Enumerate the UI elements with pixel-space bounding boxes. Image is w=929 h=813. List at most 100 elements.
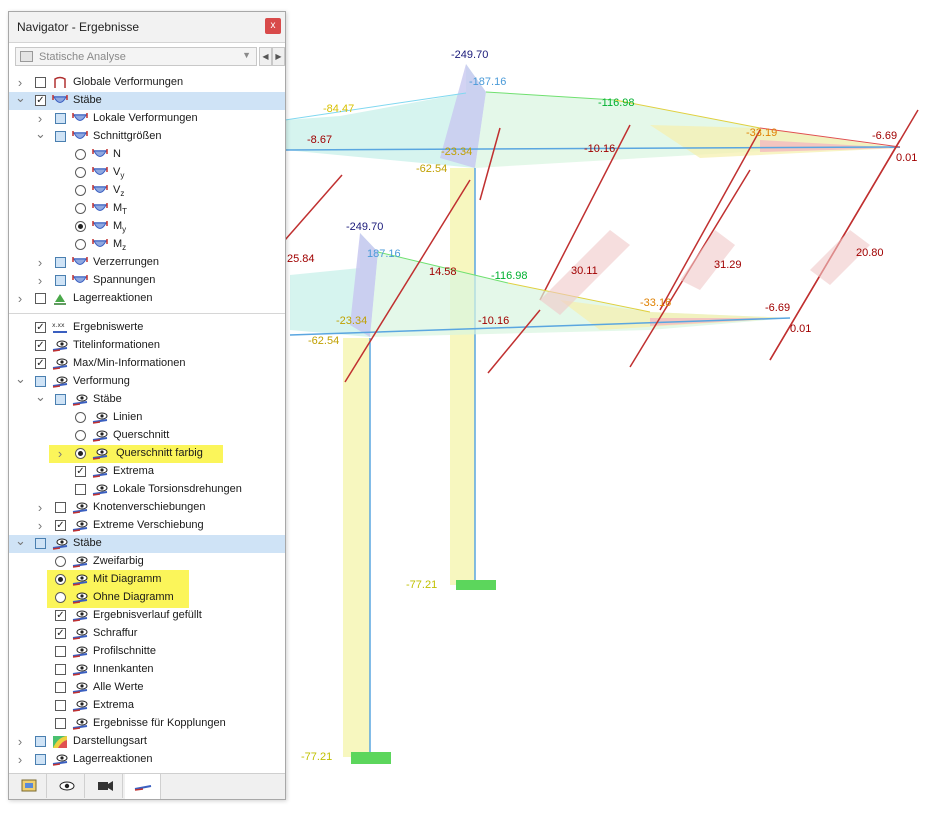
checkbox[interactable] <box>55 718 66 729</box>
checkbox[interactable]: ✓ <box>55 628 66 639</box>
tree-item-querschnitt[interactable]: Querschnitt <box>9 427 285 445</box>
tree-item-kopplungen[interactable]: Ergebnisse für Kopplungen <box>9 715 285 733</box>
tree-item-globale[interactable]: ›Globale Verformungen <box>9 74 285 92</box>
tree-item-staebe[interactable]: ⌄✓Stäbe <box>9 90 285 110</box>
tree-item-my[interactable]: My <box>9 218 285 236</box>
tree-item-zweifarbig[interactable]: Zweifarbig <box>9 553 285 571</box>
tree-item-ohnediag[interactable]: Ohne Diagramm <box>9 589 285 607</box>
checkbox[interactable] <box>75 484 86 495</box>
checkbox[interactable]: ✓ <box>75 466 86 477</box>
expand-arrow-icon[interactable]: › <box>17 75 23 90</box>
checkbox[interactable]: ✓ <box>35 358 46 369</box>
tab-data[interactable] <box>11 774 47 798</box>
tree-item-verzerr[interactable]: ›Verzerrungen <box>9 254 285 272</box>
checkbox[interactable]: ✓ <box>35 340 46 351</box>
expand-arrow-icon[interactable]: › <box>37 500 43 515</box>
checkbox[interactable] <box>55 700 66 711</box>
checkbox[interactable]: ✓ <box>35 322 46 333</box>
tree-item-staebe2[interactable]: ⌄Stäbe <box>9 533 285 553</box>
tree-item-lokale[interactable]: ›Lokale Verformungen <box>9 110 285 128</box>
tree-item-profil[interactable]: Profilschnitte <box>9 643 285 661</box>
tree-item-mt[interactable]: MT <box>9 200 285 218</box>
checkbox[interactable] <box>55 502 66 513</box>
checkbox[interactable] <box>55 275 66 286</box>
tree-item-qfarbig[interactable]: ›Querschnitt farbig <box>9 445 285 463</box>
radio-button[interactable] <box>75 448 86 459</box>
radio-button[interactable] <box>55 592 66 603</box>
expand-arrow-icon[interactable]: › <box>37 518 43 533</box>
tree-item-vz[interactable]: Vz <box>9 182 285 200</box>
tree-item-extrema2[interactable]: Extrema <box>9 697 285 715</box>
checkbox[interactable] <box>35 754 46 765</box>
checkbox[interactable] <box>55 682 66 693</box>
tree-item-extrema1[interactable]: ✓Extrema <box>9 463 285 481</box>
expand-arrow-icon[interactable]: › <box>57 446 63 461</box>
radio-button[interactable] <box>55 574 66 585</box>
radio-button[interactable] <box>75 239 86 250</box>
tab-camera[interactable] <box>87 774 123 798</box>
radio-button[interactable] <box>75 430 86 441</box>
radio-button[interactable] <box>75 167 86 178</box>
tree-item-mitdiag[interactable]: Mit Diagramm <box>9 571 285 589</box>
tree-item-lager1[interactable]: ›Lagerreaktionen <box>9 290 285 308</box>
next-button[interactable]: ▶ <box>272 47 285 66</box>
tab-results[interactable] <box>125 774 161 799</box>
checkbox[interactable] <box>55 664 66 675</box>
tab-view[interactable] <box>49 774 85 798</box>
checkbox[interactable] <box>55 113 66 124</box>
close-button[interactable]: x <box>265 18 281 34</box>
tree-item-allewerte[interactable]: Alle Werte <box>9 679 285 697</box>
tree-item-schnitt[interactable]: ⌄Schnittgrößen <box>9 126 285 146</box>
checkbox[interactable]: ✓ <box>35 95 46 106</box>
checkbox[interactable] <box>35 736 46 747</box>
expand-arrow-icon[interactable]: › <box>17 734 23 749</box>
collapse-arrow-icon[interactable]: ⌄ <box>15 371 26 386</box>
collapse-arrow-icon[interactable]: ⌄ <box>35 126 46 141</box>
tree-item-verf[interactable]: ⌄Verformung <box>9 371 285 391</box>
checkbox[interactable] <box>35 538 46 549</box>
tree-item-mz[interactable]: Mz <box>9 236 285 254</box>
tree-item-torsion[interactable]: Lokale Torsionsdrehungen <box>9 481 285 499</box>
analysis-type-select[interactable]: Statische Analyse ▼ <box>15 47 257 66</box>
collapse-arrow-icon[interactable]: ⌄ <box>15 533 26 548</box>
tree-item-vy[interactable]: Vy <box>9 164 285 182</box>
expand-arrow-icon[interactable]: › <box>37 111 43 126</box>
tree-item-schraffur[interactable]: ✓Schraffur <box>9 625 285 643</box>
radio-button[interactable] <box>75 412 86 423</box>
tree-item-darstellung[interactable]: ›Darstellungsart <box>9 733 285 751</box>
tree-item-spann[interactable]: ›Spannungen <box>9 272 285 290</box>
checkbox[interactable] <box>35 376 46 387</box>
radio-button[interactable] <box>55 556 66 567</box>
collapse-arrow-icon[interactable]: ⌄ <box>15 90 26 105</box>
tree-item-linien[interactable]: Linien <box>9 409 285 427</box>
checkbox[interactable] <box>35 77 46 88</box>
checkbox[interactable] <box>55 646 66 657</box>
expand-arrow-icon[interactable]: › <box>37 255 43 270</box>
tree-item-extrverschieb[interactable]: ›✓Extreme Verschiebung <box>9 517 285 535</box>
tree-item-verfstaebe[interactable]: ⌄Stäbe <box>9 389 285 409</box>
radio-button[interactable] <box>75 185 86 196</box>
tree-item-lager2[interactable]: ›Lagerreaktionen <box>9 751 285 769</box>
expand-arrow-icon[interactable]: › <box>17 291 23 306</box>
checkbox[interactable] <box>55 257 66 268</box>
tree-item-n[interactable]: N <box>9 146 285 164</box>
previous-button[interactable]: ◀ <box>259 47 272 66</box>
radio-button[interactable] <box>75 203 86 214</box>
checkbox[interactable] <box>55 394 66 405</box>
expand-arrow-icon[interactable]: › <box>37 273 43 288</box>
radio-button[interactable] <box>75 221 86 232</box>
checkbox[interactable] <box>55 131 66 142</box>
tree-item-gefuellt[interactable]: ✓Ergebnisverlauf gefüllt <box>9 607 285 625</box>
collapse-arrow-icon[interactable]: ⌄ <box>35 389 46 404</box>
tree-item-titel[interactable]: ✓Titelinformationen <box>9 337 285 355</box>
radio-button[interactable] <box>75 149 86 160</box>
tree-item-knoten[interactable]: ›Knotenverschiebungen <box>9 499 285 517</box>
tree-item-innen[interactable]: Innenkanten <box>9 661 285 679</box>
tree-item-maxmin[interactable]: ✓Max/Min-Informationen <box>9 355 285 373</box>
checkbox[interactable] <box>35 293 46 304</box>
checkbox[interactable]: ✓ <box>55 520 66 531</box>
expand-arrow-icon[interactable]: › <box>17 752 23 767</box>
checkbox[interactable]: ✓ <box>55 610 66 621</box>
